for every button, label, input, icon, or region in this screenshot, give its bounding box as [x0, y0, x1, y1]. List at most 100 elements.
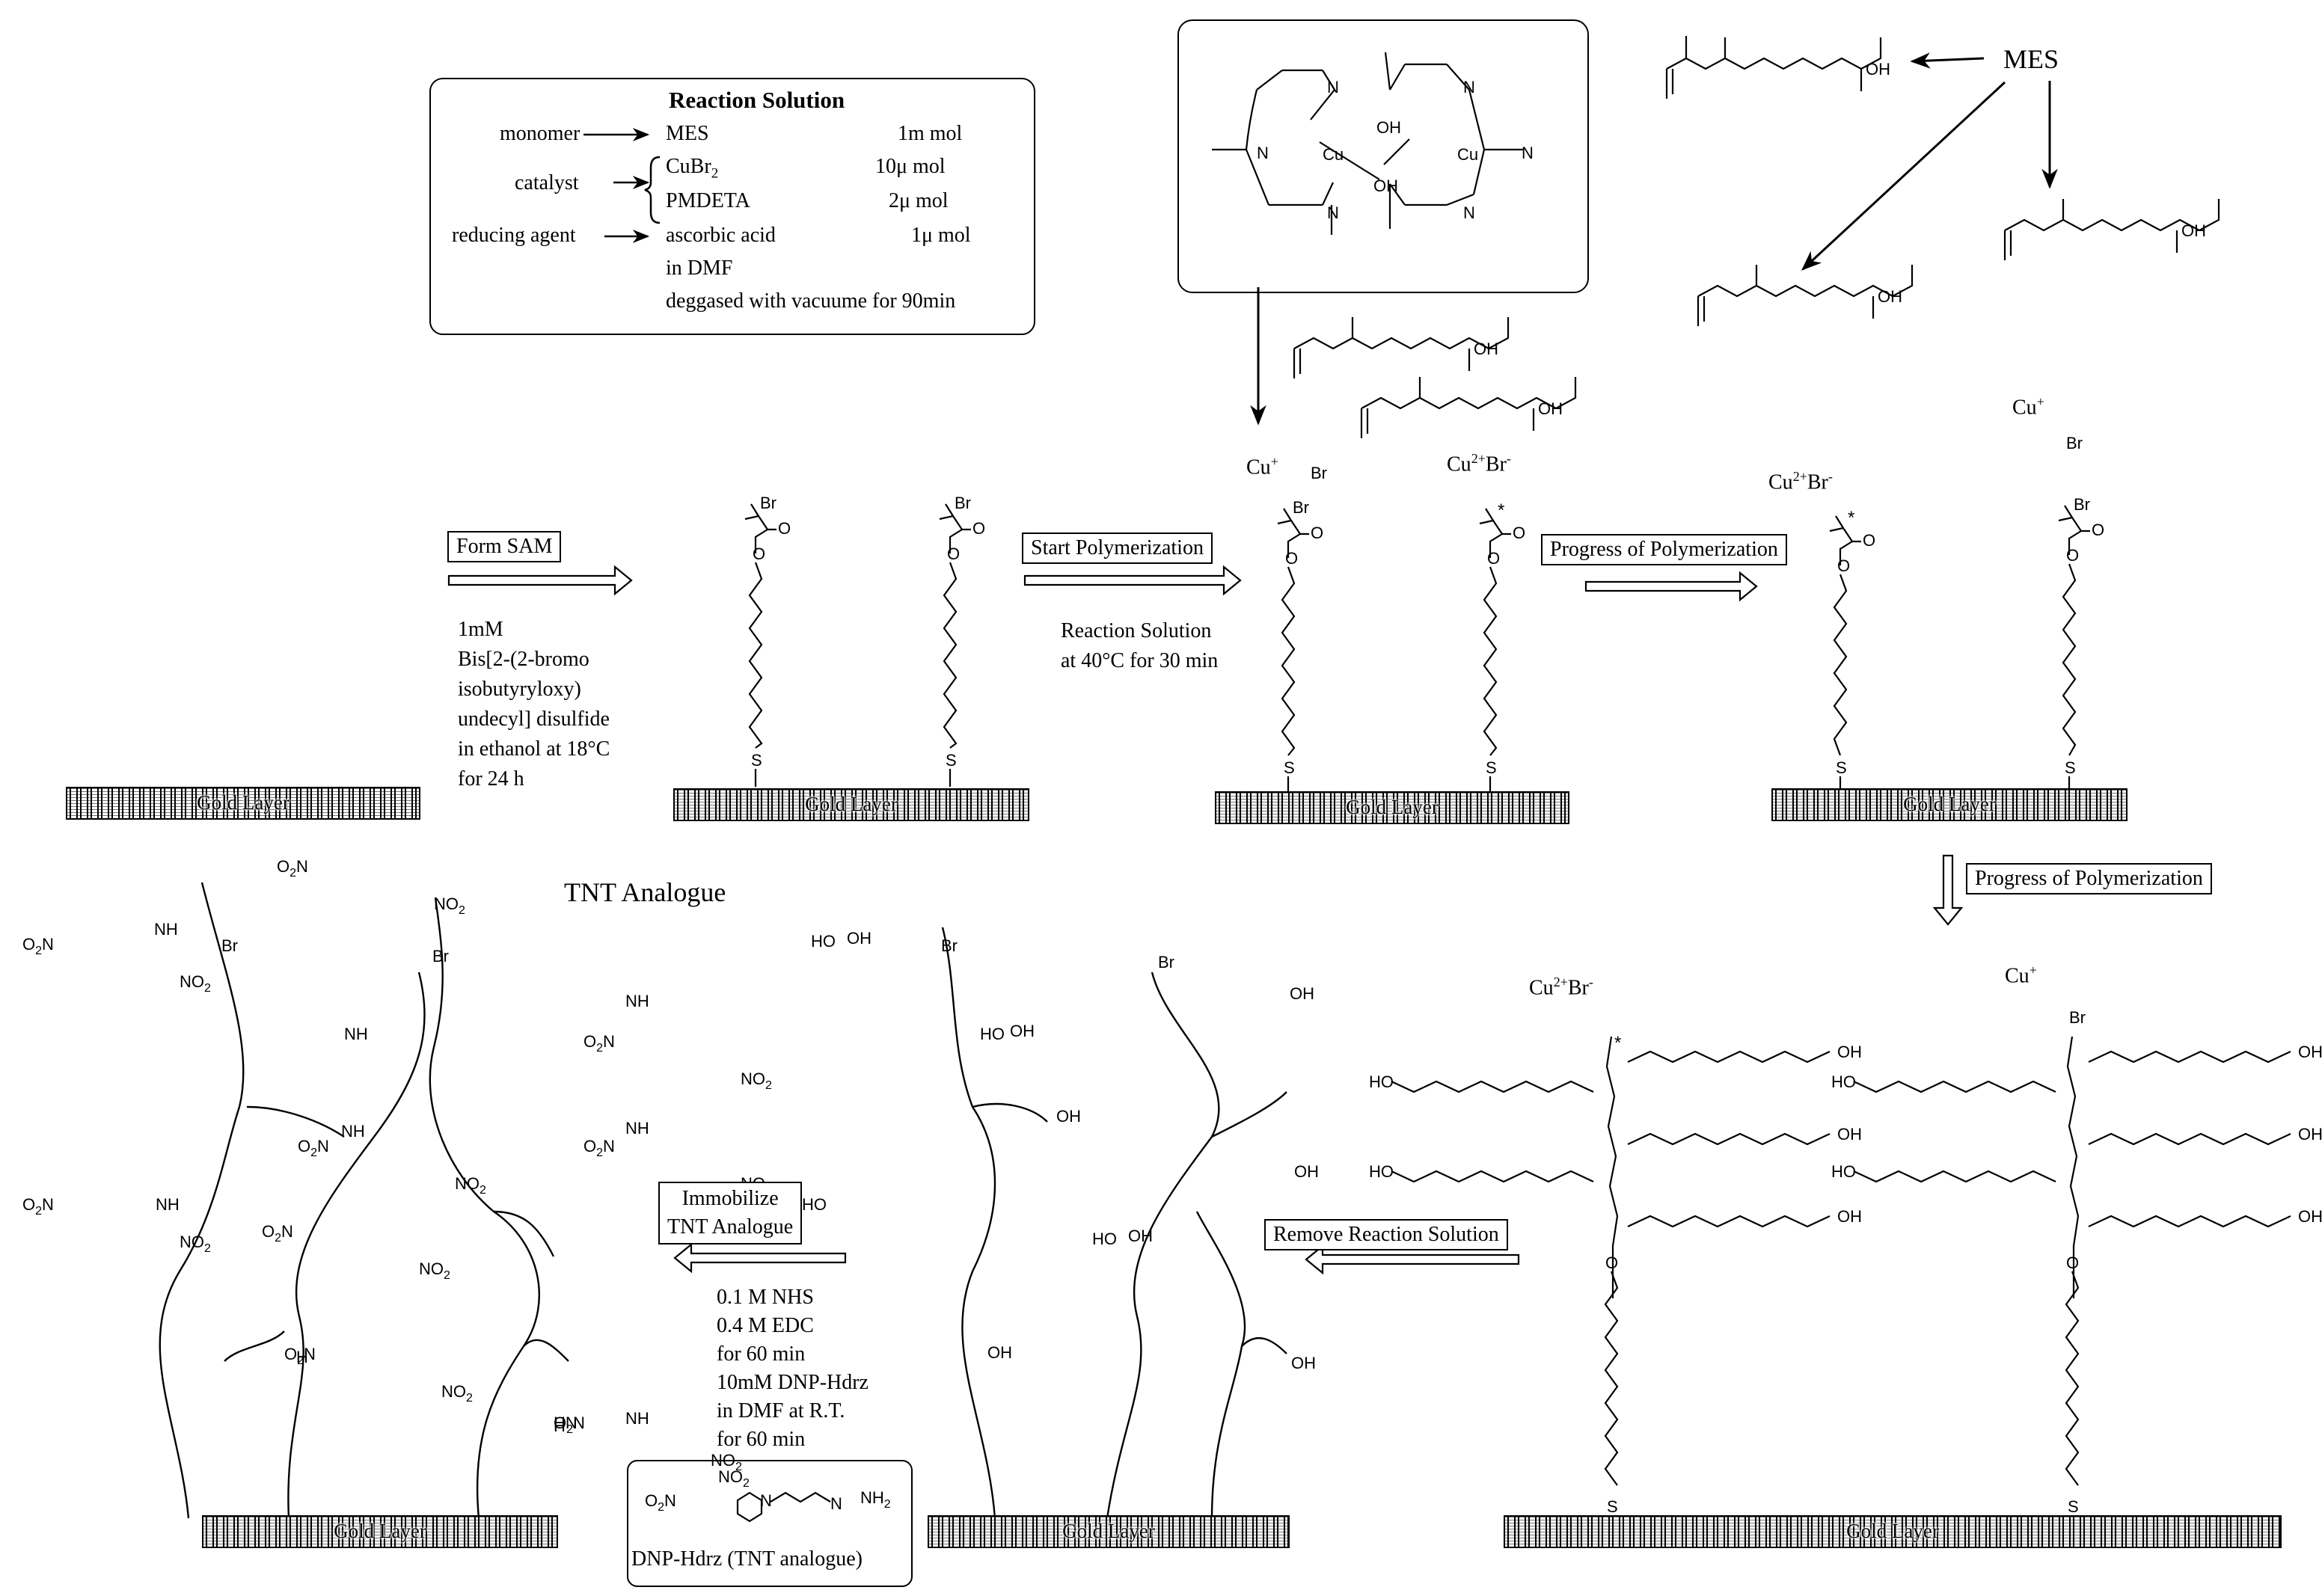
nitro-group: NO2: [441, 1382, 473, 1405]
cu2-br-label: Cu2+Br-: [1447, 451, 1511, 476]
amide-h: H: [296, 1348, 308, 1366]
rs-cubr2-amount: 10μ mol: [875, 155, 946, 178]
cu-pmdeta-complex: [1212, 52, 1523, 235]
hydroxyl: HO: [1831, 1072, 1856, 1091]
amide-nh: NH: [625, 1409, 649, 1428]
bromine-atom: Br: [1311, 464, 1327, 482]
bromine-atom: Br: [2074, 495, 2090, 514]
nitro-group: O2N: [284, 1345, 316, 1367]
bromine-atom: Br: [2069, 1008, 2086, 1027]
hydroxyl: OH: [2298, 1043, 2322, 1061]
start-polymerization-label: Start Polymerization: [1022, 532, 1213, 564]
cu-plus-label: Cu+: [1246, 454, 1278, 479]
initiator-head: [939, 503, 971, 553]
cu-complex-box: [1177, 19, 1589, 293]
sam-chains-top: [744, 503, 2090, 794]
alkyl-chain: [748, 562, 763, 749]
rs-cubr2: CuBr2: [666, 155, 719, 182]
nitro-group: O2N: [645, 1491, 676, 1514]
hydroxyl: OH: [987, 1343, 1012, 1362]
carbonyl-oxygen: O: [2092, 521, 2104, 539]
hydroxyl: OH: [1837, 1043, 1862, 1061]
ester-oxygen: O: [1285, 549, 1298, 568]
tnt-analogue-label: TNT Analogue: [564, 877, 726, 907]
initiator-head: [744, 503, 776, 553]
gold-layer: Gold Layer: [66, 787, 420, 820]
carbonyl-oxygen: O: [1513, 524, 1525, 542]
nitro-group: NO2: [718, 1467, 750, 1490]
nitro-group: NO2: [180, 972, 211, 995]
nitrogen-atom: N: [1463, 203, 1475, 222]
amide-nh: NH: [625, 992, 649, 1010]
nitrogen-atom: N: [830, 1494, 842, 1513]
nitrogen-atom: N: [1522, 144, 1534, 162]
initiator-head: [1479, 508, 1511, 558]
sulfur-atom: S: [1607, 1497, 1618, 1516]
hydroxyl: OH: [1878, 287, 1902, 306]
copper-atom: Cu: [1457, 145, 1478, 164]
hydroxyl: OH: [1538, 399, 1563, 418]
bromine-atom: Br: [1293, 498, 1309, 517]
amide-h: H: [554, 1417, 566, 1435]
mes-side-chain: [1853, 1170, 2056, 1183]
nitrogen-atom: N: [1327, 203, 1339, 222]
sulfur-atom: S: [946, 751, 957, 770]
carbonyl-oxygen: O: [778, 519, 791, 538]
reaction-solution-arrows: [583, 128, 661, 243]
dnp-hdrz-box: [627, 1460, 913, 1587]
nitro-group: NO2: [741, 1069, 772, 1092]
nitro-group: O2N: [583, 1137, 615, 1159]
carbonyl-oxygen: O: [1311, 524, 1323, 542]
mes-molecule-top: [1665, 36, 1882, 99]
mes-arrows: [1250, 52, 2058, 426]
hydroxyl: OH: [847, 929, 871, 948]
role-catalyst: catalyst: [515, 171, 579, 194]
radical-star: *: [1498, 500, 1504, 521]
alkyl-chain: [2062, 563, 2077, 756]
carbonyl-oxygen: O: [972, 519, 985, 538]
role-reducing-agent: reducing agent: [452, 224, 576, 247]
bromine-atom: Br: [955, 494, 971, 512]
hydroxyl: OH: [1376, 118, 1401, 137]
sulfur-atom: S: [2065, 758, 2076, 777]
alkyl-chain: [1833, 574, 1848, 756]
mes-side-chain: [2088, 1050, 2291, 1064]
mes-side-chain: [1627, 1215, 1831, 1228]
polymer-backbones: [736, 1036, 2291, 1523]
hydroxyl: HO: [980, 1025, 1005, 1043]
nitro-group: O2N: [262, 1222, 293, 1244]
branched-polymer-left: [159, 882, 569, 1519]
alkyl-chain: [2065, 1271, 2080, 1486]
alkyl-chain: [1483, 566, 1498, 756]
mes-side-chain: [2088, 1215, 2291, 1228]
sam-conditions: 1mM Bis[2-(2-bromo isobutyryloxy) undecy…: [458, 618, 610, 791]
mes-molecule-middle: [1697, 265, 1914, 326]
hydroxyl: OH: [1056, 1107, 1081, 1126]
copper-atom: Cu: [1323, 145, 1344, 164]
form-sam-label: Form SAM: [447, 531, 562, 562]
alkyl-chain: [1281, 566, 1296, 756]
mes-side-chain: [1853, 1080, 2056, 1093]
svg-text-labels: OOBrSOOBrSOOBrSOO*SOO*SOOBrSSOSOOHOHOHHO…: [22, 60, 2322, 1516]
rs-solvent: in DMF: [666, 257, 733, 280]
hydroxyl: OH: [1128, 1227, 1153, 1245]
ester-oxygen: O: [947, 544, 960, 563]
dnp-hdrz-bonds: [736, 1491, 831, 1523]
hydroxyl: OH: [1474, 340, 1498, 358]
hydroxyl: OH: [1373, 177, 1398, 195]
hydroxyl: OH: [1290, 984, 1314, 1003]
hydroxyl: OH: [2181, 221, 2206, 240]
nitro-group: O2N: [22, 1195, 54, 1218]
step-arrows: [447, 565, 1964, 1275]
progress-polymerization-1: Progress of Polymerization: [1541, 534, 1787, 565]
hydroxyl: OH: [2298, 1207, 2322, 1226]
mes-molecule-right: [2003, 199, 2220, 260]
carbonyl-oxygen: O: [1863, 531, 1875, 550]
nitro-group: O2N: [554, 1414, 585, 1436]
alkyl-chain: [943, 562, 958, 749]
hydroxyl: HO: [1092, 1230, 1117, 1248]
rs-mes-amount: 1m mol: [898, 122, 963, 145]
bromine-atom: Br: [760, 494, 776, 512]
start-conditions: Reaction Solution at 40°C for 30 min: [1061, 619, 1219, 672]
sulfur-atom: S: [2068, 1497, 2079, 1516]
